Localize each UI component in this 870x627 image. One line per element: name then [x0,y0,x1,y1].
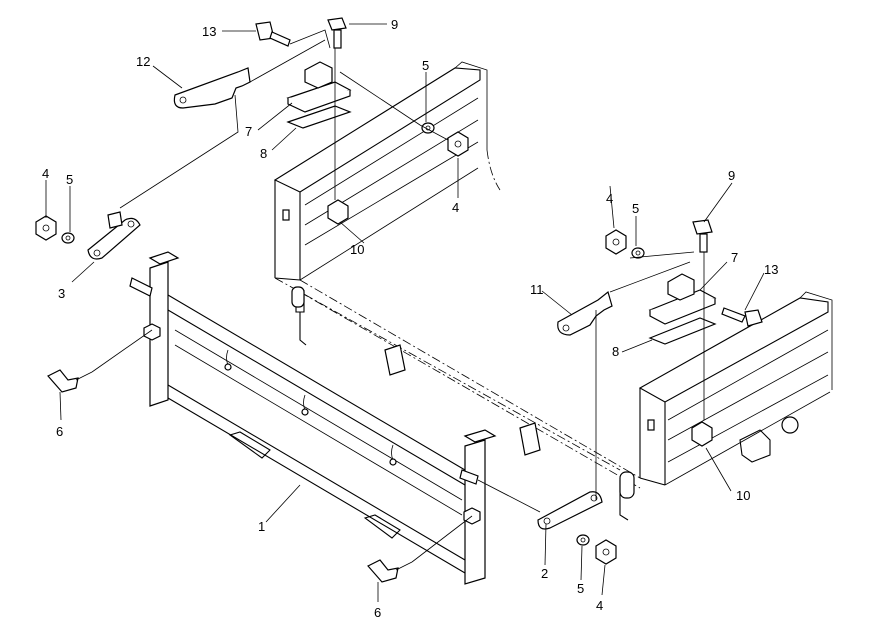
bolt-13-left [255,21,291,47]
callout-labels: 13 9 12 5 7 8 4 5 3 4 10 6 4 5 9 11 7 13… [42,17,778,620]
frame-right-section [638,291,833,486]
bracket-12 [173,67,251,109]
washer-5-bottom [576,534,590,546]
nut-4-right [605,229,627,255]
bolt-9-right [692,219,713,253]
callout-3: 3 [58,286,65,301]
callout-4-bottom: 4 [596,598,603,613]
nut-10-right [691,421,713,447]
callout-10-right: 10 [736,488,750,503]
callout-6-left: 6 [56,424,63,439]
callout-5-top: 5 [422,58,429,73]
tailgate-frame [148,251,497,585]
callout-4-top: 4 [452,200,459,215]
plate-8-right [648,317,717,345]
callout-5-left: 5 [66,172,73,187]
link-strap-3 [87,211,141,260]
callout-4-right: 4 [606,191,613,206]
wing-bolt-6-right [367,559,413,583]
bolt-13-right [721,307,763,327]
callout-8-left: 8 [260,146,267,161]
callout-5-right: 5 [632,201,639,216]
callout-10-left: 10 [350,242,364,257]
washer-5-right [631,247,645,259]
link-strap-2 [537,491,603,530]
assembly-guide-lines [91,29,705,563]
nut-frame-left [143,323,161,341]
callout-1: 1 [258,519,265,534]
nut-4-bottom [595,539,617,565]
nut-4-left [35,215,57,241]
pin-right-frame [459,469,479,485]
callout-7-left: 7 [245,124,252,139]
callout-13-top: 13 [202,24,216,39]
callout-6-right: 6 [374,605,381,620]
callout-5-bottom: 5 [577,581,584,596]
leader-lines [45,23,765,602]
washer-5-left [61,232,75,244]
bracket-11 [557,290,613,336]
hinge-bracket-7-left [286,61,352,113]
callout-2: 2 [541,566,548,581]
callout-8-right: 8 [612,344,619,359]
callout-9-right: 9 [728,168,735,183]
callout-7-right: 7 [731,250,738,265]
nut-10-left [327,199,349,225]
callout-12: 12 [136,54,150,69]
callout-4-left: 4 [42,166,49,181]
callout-13-right: 13 [764,262,778,277]
wing-bolt-6-left [47,369,93,393]
frame-rails [274,277,641,521]
hinge-bracket-7-right [648,273,717,325]
callout-9-top: 9 [391,17,398,32]
plate-8-left [286,105,352,129]
bolt-9-left [327,17,347,49]
nut-4-top [447,131,469,157]
callout-11: 11 [530,282,544,297]
pin-left-frame [129,277,153,297]
